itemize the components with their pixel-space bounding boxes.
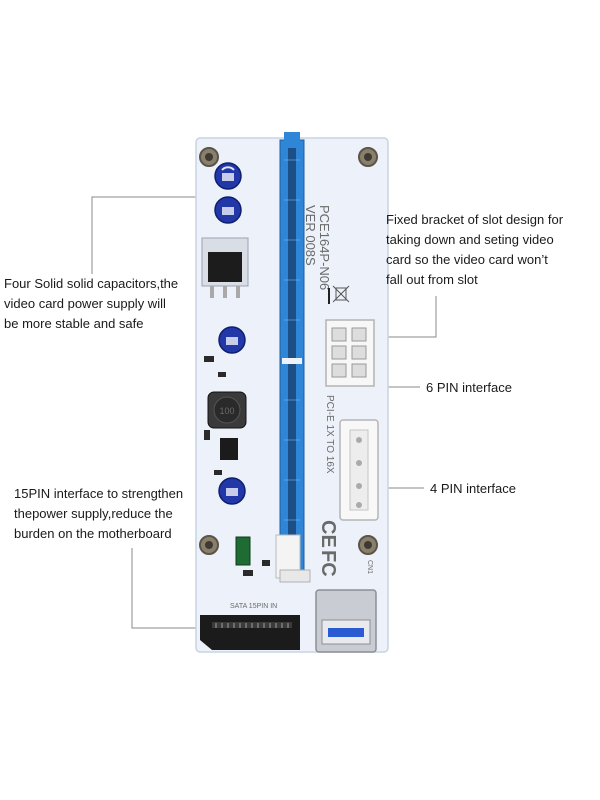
- leader-line-fifteen-pin: [131, 548, 214, 629]
- board-fc-mark: FC: [317, 550, 339, 577]
- callout-capacitors: Four Solid solid capacitors,the video ca…: [4, 276, 179, 331]
- controller-chip: [220, 438, 238, 460]
- callout-bracket: Fixed bracket of slot design for taking …: [386, 212, 564, 287]
- callout-six-pin: 6 PIN interface: [426, 380, 512, 395]
- sata-15pin-connector: [200, 615, 300, 650]
- silkscreen-text: PCE164P-N06 VER 008S PCI-E 1X TO 16X SAT…: [230, 205, 373, 610]
- status-led: [328, 288, 330, 304]
- callout-four-pin: 4 PIN interface: [430, 481, 516, 496]
- leader-line-capacitors: [91, 196, 222, 274]
- inductor-coil: 100: [207, 391, 247, 429]
- weee-bin-icon: [332, 285, 350, 303]
- inductor-label: 100: [219, 406, 234, 416]
- callout-fifteen-pin: 15PIN interface to strengthen thepower s…: [14, 486, 184, 541]
- small-smd-parts: [235, 536, 251, 566]
- smd-components: [204, 356, 270, 576]
- board-sata-label: SATA 15PIN IN: [230, 603, 277, 610]
- board-version-label: VER 008S: [303, 205, 318, 266]
- pcie-x16-slot: [279, 132, 305, 571]
- solid-capacitors: [214, 162, 246, 505]
- usb3-port: [315, 589, 377, 653]
- four-pin-connector: [339, 419, 379, 521]
- board-cn-label: CN1: [366, 560, 373, 574]
- board-model-label: PCE164P-N06: [317, 205, 332, 290]
- six-pin-connector: [325, 319, 375, 387]
- voltage-regulator: [201, 237, 249, 298]
- mounting-holes: [199, 147, 378, 555]
- board-ce-mark: CE: [317, 520, 339, 548]
- board-interface-label: PCI-E 1X TO 16X: [324, 395, 335, 474]
